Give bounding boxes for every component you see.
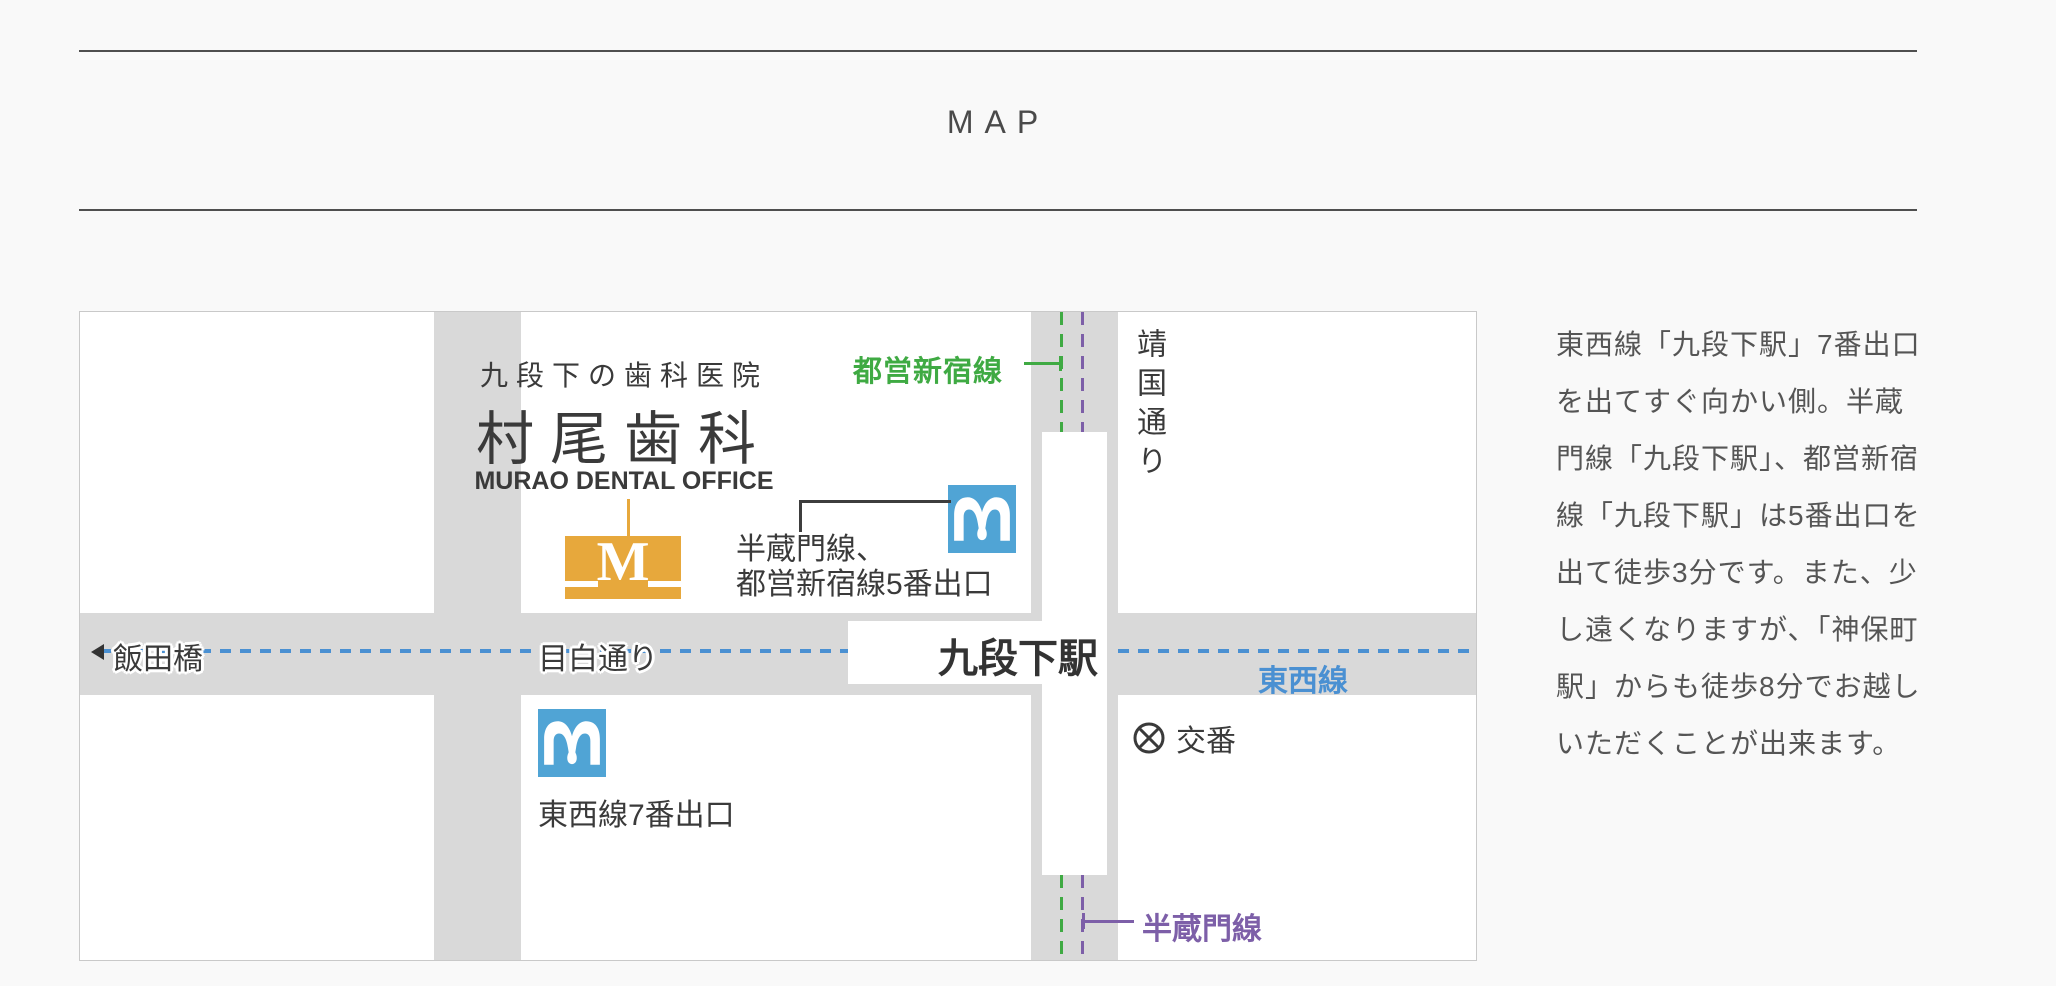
koban-marker: 交番 <box>1132 716 1236 760</box>
bottom-divider <box>79 209 1917 211</box>
tokyo-metro-logo-icon <box>538 709 606 777</box>
building-gap-piece <box>598 581 648 587</box>
hanzomon-tick <box>1082 920 1134 923</box>
kudanshita-station-box <box>848 621 1044 684</box>
iidabashi-label: 飯田橋 <box>113 643 203 676</box>
toei-shinjuku-tick <box>1024 362 1060 365</box>
clinic-pointer-line <box>627 499 630 536</box>
toei-shinjuku-line-dash-bottom <box>1060 875 1063 960</box>
building-base-bar <box>565 587 681 599</box>
hanzomon-line-dash-top <box>1081 312 1084 432</box>
access-description: 東西線「九段下駅」7番出口を出てすぐ向かい側。半蔵門線「九段下駅」、都営新宿線「… <box>1556 329 1921 759</box>
tokyo-metro-logo-icon <box>948 485 1016 553</box>
building-block <box>565 536 681 581</box>
kudanshita-station-label: 九段下駅 <box>938 637 1098 681</box>
toei-shinjuku-tick-cap <box>1059 356 1062 371</box>
exit5-label-line1: 半蔵門線、 <box>736 533 886 566</box>
exit5-connector-line <box>799 500 951 503</box>
tozai-exit7-label: 東西線7番出口 <box>538 799 735 832</box>
tozai-line-dash-right <box>1118 649 1474 653</box>
hanzomon-line-label: 半蔵門線 <box>1142 913 1262 946</box>
station-platform-strip <box>1042 432 1107 875</box>
yasukuni-street-label: 靖国通り <box>1132 328 1165 484</box>
koban-icon <box>1133 722 1165 754</box>
exit5-label-line2: 都営新宿線5番出口 <box>736 568 993 601</box>
section-title: MAP <box>946 104 1050 140</box>
clinic-name: 村尾歯科 <box>475 407 772 472</box>
exit5-connector-stub <box>799 500 802 532</box>
top-divider <box>79 50 1917 52</box>
mejiro-street-label: 目白通り <box>538 643 658 676</box>
clinic-building-logo-icon: M <box>565 531 681 599</box>
left-arrow-icon <box>91 644 104 660</box>
tozai-line-dash-left <box>100 649 848 653</box>
building-monogram: M <box>596 531 650 593</box>
tozai-line-label: 東西線 <box>1258 665 1348 698</box>
koban-label: 交番 <box>1176 725 1236 758</box>
hanzomon-tick-cap <box>1082 913 1085 929</box>
clinic-name-english: MURAO DENTAL OFFICE <box>474 467 774 495</box>
toei-shinjuku-line-dash-top <box>1060 312 1063 432</box>
road-mejiro-street <box>80 613 1476 695</box>
clinic-tagline: 九段下の歯科医院 <box>479 360 768 391</box>
toei-shinjuku-line-label: 都営新宿線 <box>853 356 1004 388</box>
access-map: 九段下の歯科医院 村尾歯科 MURAO DENTAL OFFICE M 都営新宿… <box>79 311 1477 961</box>
